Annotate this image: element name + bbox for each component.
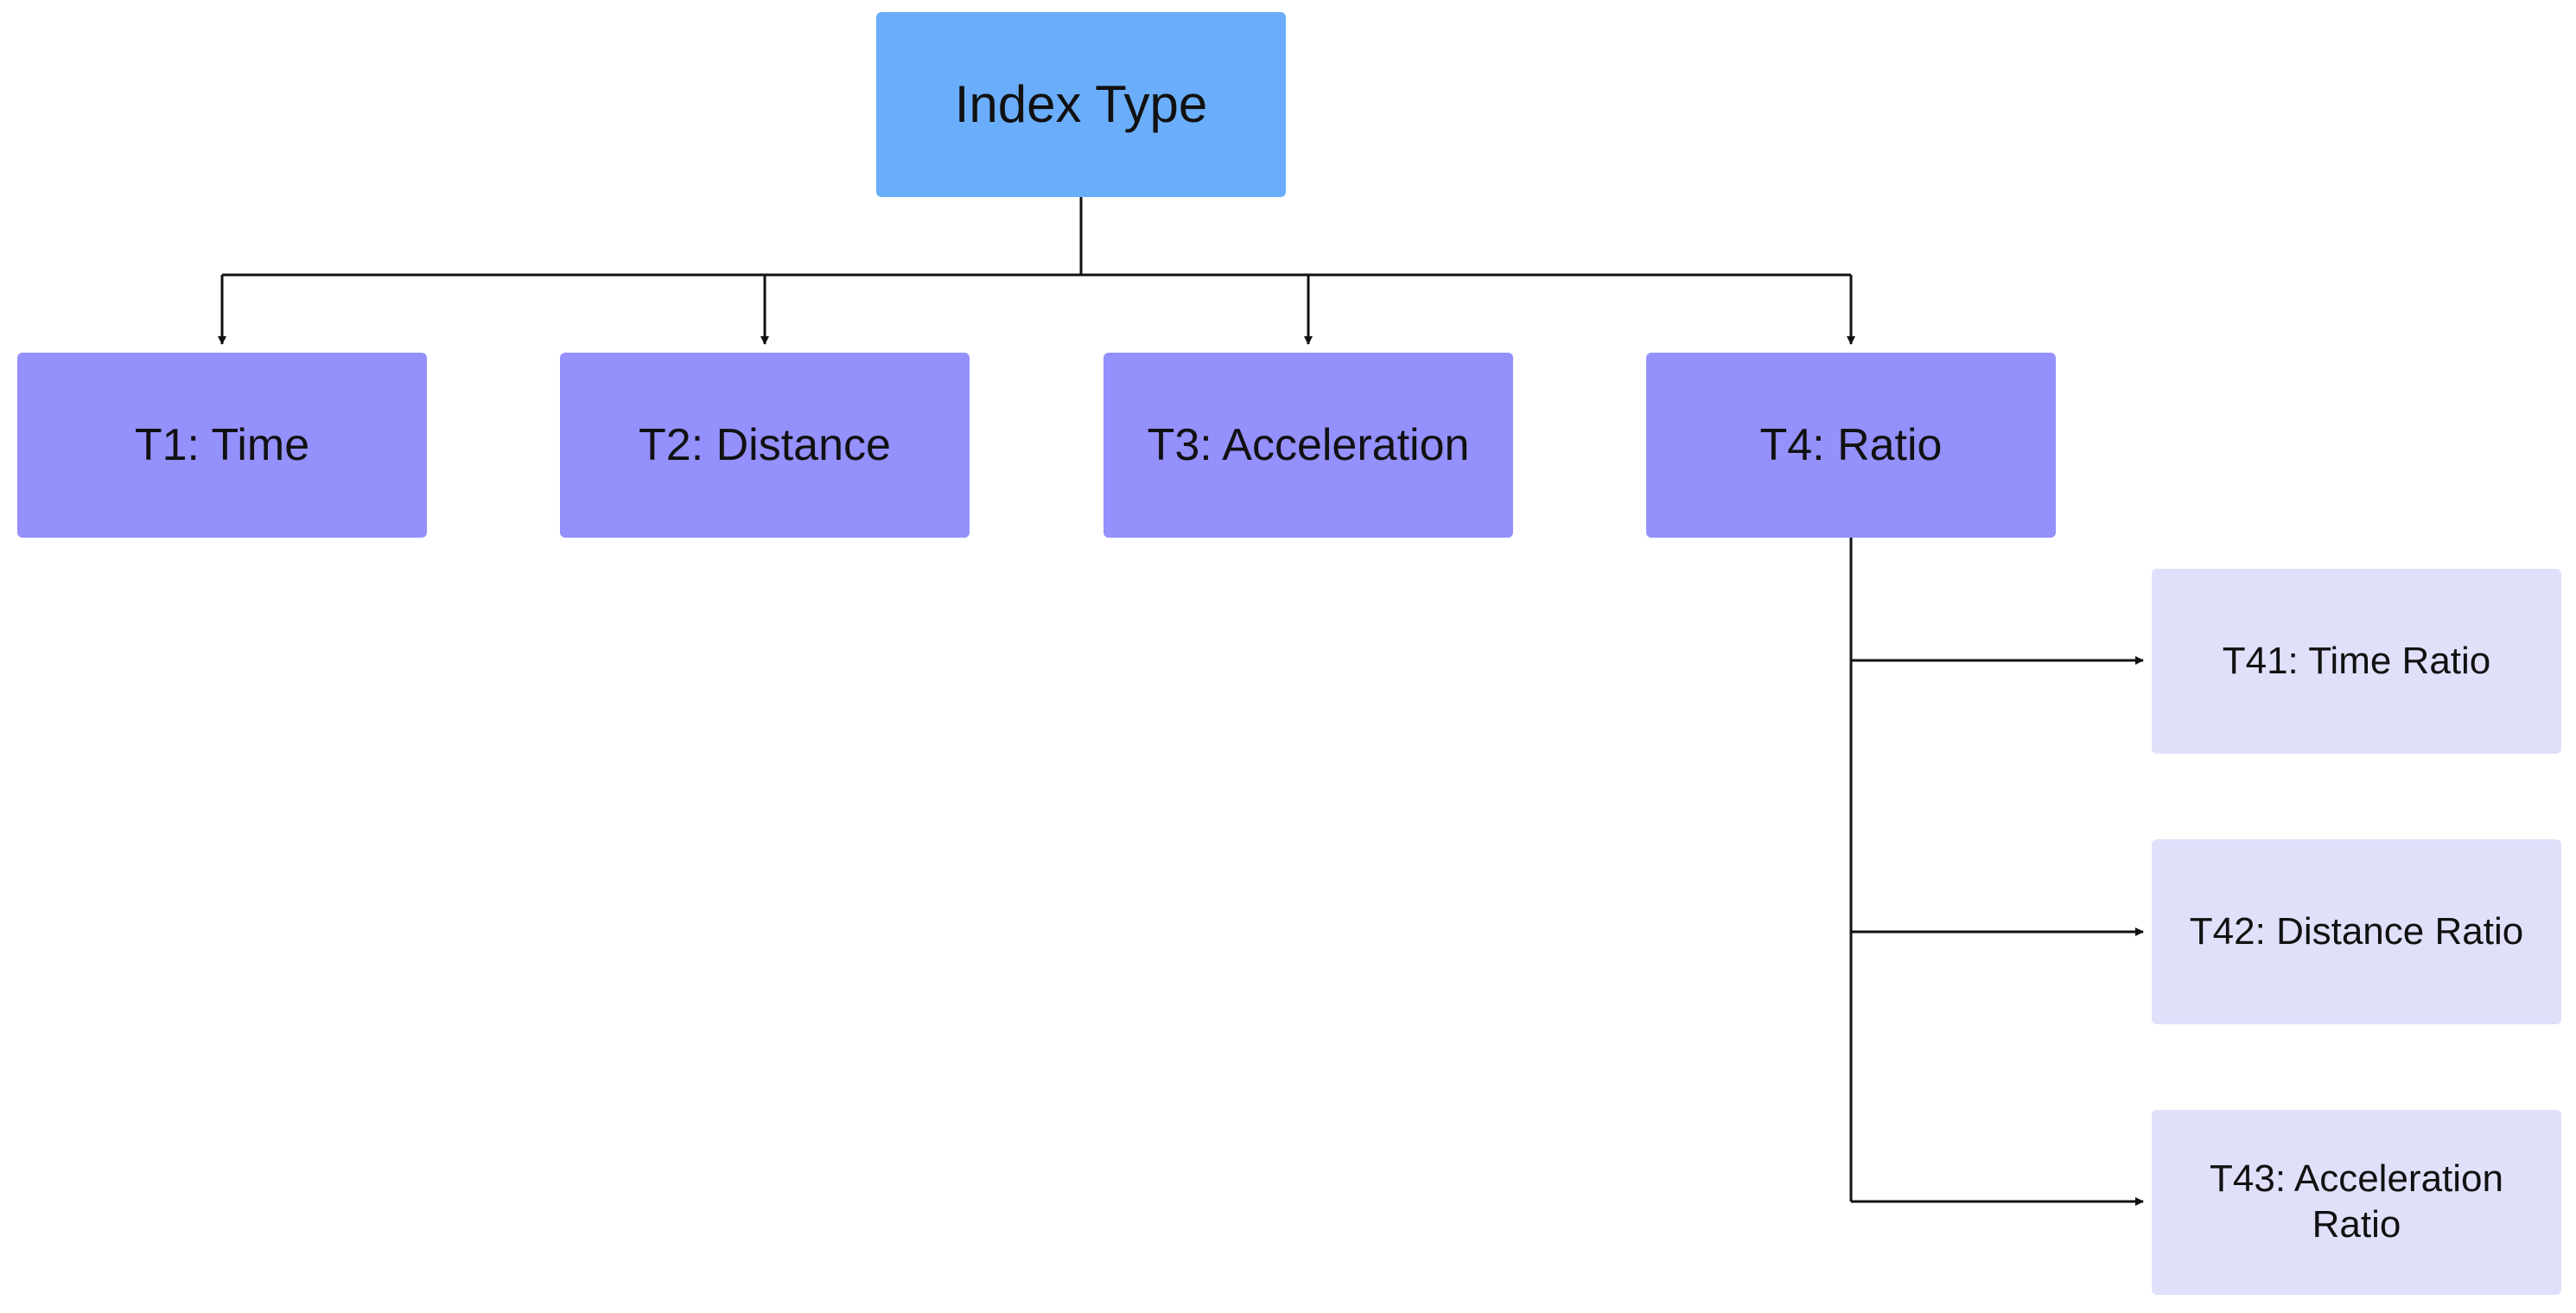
node-t1-label: T1: Time: [134, 419, 310, 470]
node-t2-label: T2: Distance: [639, 419, 891, 470]
node-t42-distance-ratio: T42: Distance Ratio: [2152, 839, 2561, 1024]
node-t3-label: T3: Acceleration: [1147, 419, 1470, 470]
node-t4-ratio: T4: Ratio: [1646, 353, 2056, 538]
node-t1-time: T1: Time: [17, 353, 427, 538]
node-t3-acceleration: T3: Acceleration: [1104, 353, 1513, 538]
node-t43-acceleration-ratio: T43: Acceleration Ratio: [2152, 1110, 2561, 1295]
node-index-type: Index Type: [876, 12, 1286, 197]
node-t4-label: T4: Ratio: [1759, 419, 1943, 470]
node-t43-label: T43: Acceleration Ratio: [2210, 1157, 2503, 1246]
node-t2-distance: T2: Distance: [560, 353, 970, 538]
node-t42-label: T42: Distance Ratio: [2189, 909, 2524, 953]
node-t41-label: T41: Time Ratio: [2222, 639, 2491, 682]
node-index-type-label: Index Type: [954, 75, 1208, 133]
node-t41-time-ratio: T41: Time Ratio: [2152, 569, 2561, 754]
